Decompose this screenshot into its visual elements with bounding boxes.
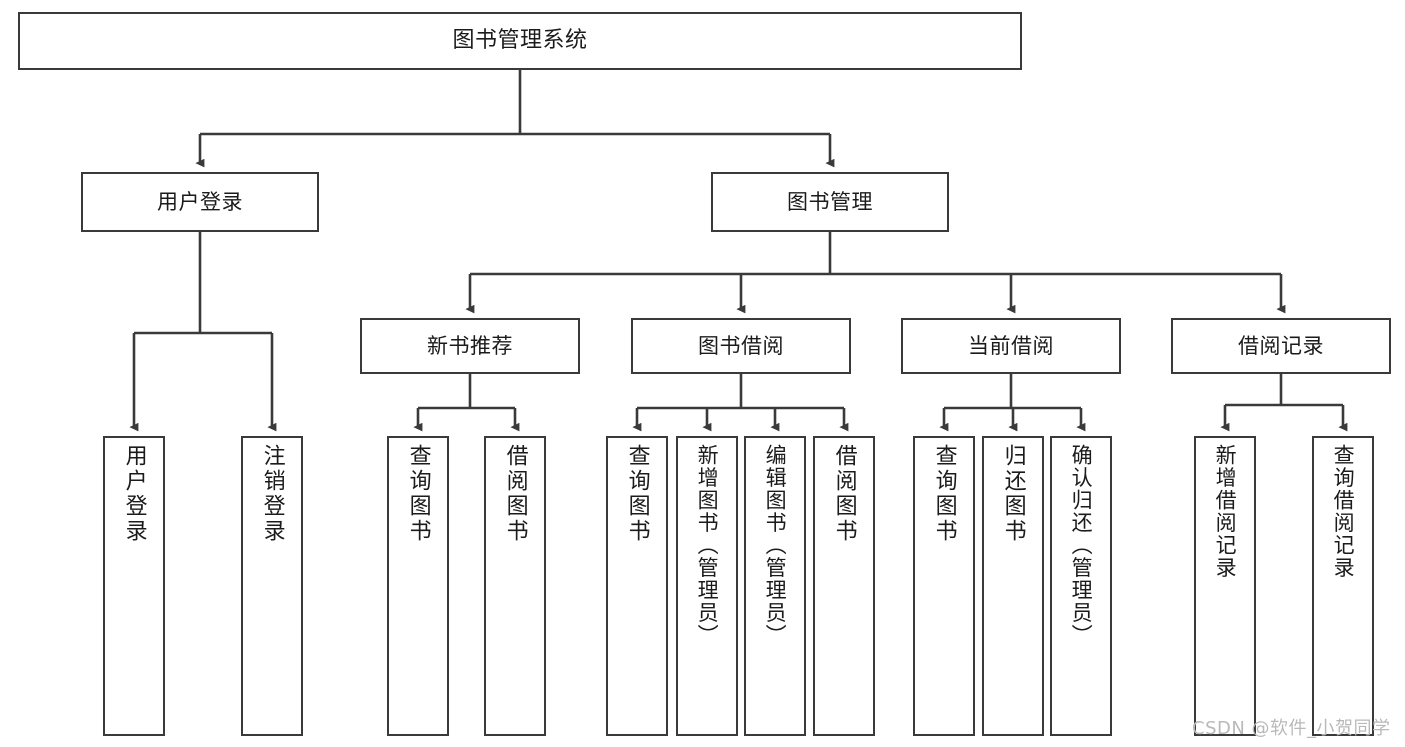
node-leaf-borrow-book-2[interactable]: 借阅图书 [813, 436, 875, 736]
node-current-borrow[interactable]: 当前借阅 [901, 318, 1121, 374]
node-leaf-add-borrow-record-label: 新增借阅记录 [1213, 444, 1238, 579]
node-leaf-return-book[interactable]: 归还图书 [982, 436, 1044, 736]
node-leaf-edit-book-admin-label: 编辑图书（管理员） [763, 444, 788, 647]
node-leaf-logout-login[interactable]: 注销登录 [241, 436, 303, 736]
node-current-borrow-label: 当前借阅 [968, 333, 1054, 358]
node-leaf-add-borrow-record[interactable]: 新增借阅记录 [1194, 436, 1256, 736]
node-leaf-confirm-return-admin[interactable]: 确认归还（管理员） [1050, 436, 1112, 736]
node-leaf-add-book-admin[interactable]: 新增图书（管理员） [676, 436, 738, 736]
node-leaf-query-book-2[interactable]: 查询图书 [606, 436, 668, 736]
node-leaf-query-borrow-record[interactable]: 查询借阅记录 [1312, 436, 1374, 736]
node-user-login-label: 用户登录 [157, 189, 243, 214]
node-leaf-query-book-3-label: 查询图书 [931, 444, 957, 544]
node-leaf-edit-book-admin[interactable]: 编辑图书（管理员） [744, 436, 806, 736]
node-leaf-user-login[interactable]: 用户登录 [103, 436, 165, 736]
node-borrow-record-label: 借阅记录 [1238, 333, 1324, 358]
node-leaf-query-book-1-label: 查询图书 [405, 444, 431, 544]
node-borrow-record[interactable]: 借阅记录 [1171, 318, 1391, 374]
node-leaf-query-book-1[interactable]: 查询图书 [387, 436, 449, 736]
node-book-borrow-label: 图书借阅 [698, 333, 784, 358]
node-leaf-query-book-2-label: 查询图书 [624, 444, 650, 544]
node-new-book-recommend[interactable]: 新书推荐 [360, 318, 580, 374]
node-book-borrow[interactable]: 图书借阅 [631, 318, 851, 374]
csdn-watermark: CSDN @软件_小贺同学 [1192, 718, 1391, 739]
node-leaf-logout-login-label: 注销登录 [259, 444, 285, 544]
node-user-login[interactable]: 用户登录 [81, 172, 319, 232]
node-book-manage-label: 图书管理 [787, 189, 873, 214]
node-root[interactable]: 图书管理系统 [18, 12, 1022, 70]
node-leaf-confirm-return-admin-label: 确认归还（管理员） [1069, 444, 1094, 647]
node-new-book-recommend-label: 新书推荐 [427, 333, 513, 358]
node-leaf-borrow-book-2-label: 借阅图书 [831, 444, 857, 544]
node-leaf-query-borrow-record-label: 查询借阅记录 [1331, 444, 1356, 579]
node-leaf-borrow-book-1[interactable]: 借阅图书 [484, 436, 546, 736]
node-leaf-borrow-book-1-label: 借阅图书 [502, 444, 528, 544]
node-leaf-return-book-label: 归还图书 [1000, 444, 1026, 544]
node-root-label: 图书管理系统 [452, 28, 588, 54]
node-leaf-user-login-label: 用户登录 [121, 444, 147, 544]
node-leaf-query-book-3[interactable]: 查询图书 [913, 436, 975, 736]
node-book-manage[interactable]: 图书管理 [711, 172, 949, 232]
node-leaf-add-book-admin-label: 新增图书（管理员） [695, 444, 720, 647]
